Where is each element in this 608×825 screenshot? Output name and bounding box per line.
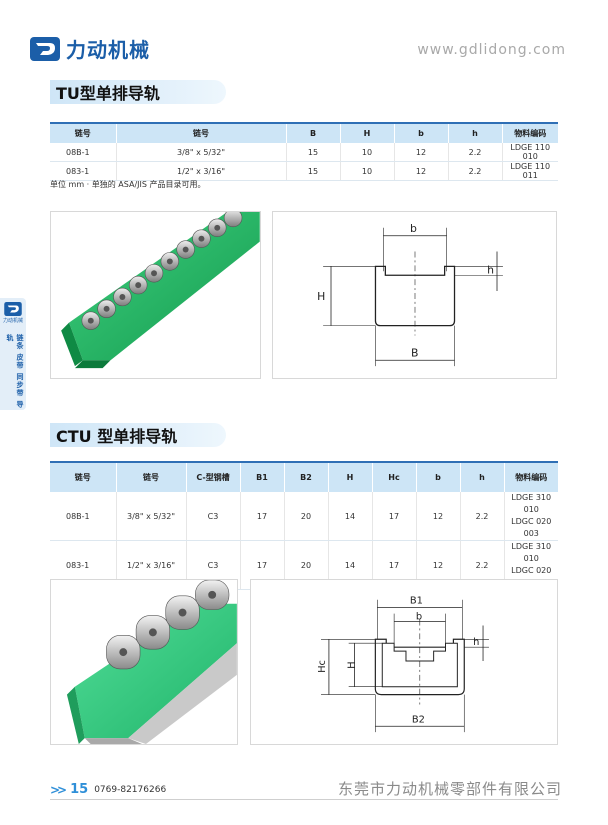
col-h: h bbox=[459, 462, 504, 492]
footer: >> 15 0769-82176266 bbox=[50, 782, 166, 797]
site-url[interactable]: www.gdlidong.com bbox=[417, 42, 566, 58]
col-chain-size: 链号 bbox=[115, 123, 286, 143]
table-row: 08B-1 3/8" x 5/32" C3 17 20 14 17 12 2.2… bbox=[50, 492, 558, 541]
tu-spec-table: 链号 链号 B H b h 物料编码 08B-1 3/8" x 5/32" 15… bbox=[50, 122, 558, 181]
table-header-row: 链号 链号 C-型钢槽 B1 B2 H Hc b h 物料编码 bbox=[50, 462, 558, 492]
brand: 力动机械 bbox=[30, 34, 150, 63]
drawing-label-h: h bbox=[487, 263, 494, 276]
footer-divider bbox=[50, 799, 558, 800]
col-material-code: 物料编码 bbox=[501, 123, 558, 143]
side-logo-icon bbox=[4, 302, 22, 316]
col-B: B bbox=[285, 123, 340, 143]
drawing-label-H2: H bbox=[347, 661, 358, 668]
side-label: 链条 皮带 同步带 导轨 bbox=[6, 334, 24, 409]
col-chain-no: 链号 bbox=[50, 123, 116, 143]
tu-guide-illustration bbox=[61, 212, 260, 369]
col-c-channel: C-型钢槽 bbox=[185, 462, 240, 492]
col-h: h bbox=[447, 123, 502, 143]
page-arrow-icon: >> bbox=[50, 782, 67, 797]
side-brand: 力动机械 bbox=[2, 318, 23, 324]
company-name: 东莞市力动机械零部件有限公司 bbox=[337, 780, 562, 798]
phone-number: 0769-82176266 bbox=[94, 784, 167, 795]
ctu-spec-table: 链号 链号 C-型钢槽 B1 B2 H Hc b h 物料编码 08B-1 3/… bbox=[50, 461, 558, 590]
unit-note: 单位 mm · 单独的 ASA/JIS 产品目录可用。 bbox=[50, 180, 206, 189]
page-number: 15 bbox=[70, 782, 89, 797]
drawing-label-b: b bbox=[410, 222, 417, 235]
col-B2: B2 bbox=[283, 462, 328, 492]
side-category-tab: 力动机械 链条 皮带 同步带 导轨 bbox=[0, 298, 26, 410]
brand-name: 力动机械 bbox=[66, 38, 150, 62]
col-b: b bbox=[415, 462, 460, 492]
tu-guide-photo bbox=[50, 211, 261, 379]
col-H: H bbox=[339, 123, 394, 143]
table-row: 083-1 1/2" x 3/16" 15 10 12 2.2 LDGE 110… bbox=[50, 161, 558, 181]
drawing-label-B2: B2 bbox=[412, 714, 425, 725]
col-material-code: 物料编码 bbox=[503, 462, 558, 492]
col-chain-no: 链号 bbox=[50, 462, 116, 492]
drawing-label-B1: B1 bbox=[410, 596, 423, 607]
drawing-label-h2: h bbox=[473, 637, 479, 648]
col-H: H bbox=[327, 462, 372, 492]
drawing-label-b2: b bbox=[416, 612, 422, 623]
table-header-row: 链号 链号 B H b h 物料编码 bbox=[50, 123, 558, 143]
drawing-label-H: H bbox=[317, 290, 325, 303]
drawing-label-Hc: Hc bbox=[317, 660, 328, 673]
col-B1: B1 bbox=[239, 462, 284, 492]
section-title-tu: TU型单排导轨 bbox=[50, 80, 226, 104]
section-title-ctu: CTU 型单排导轨 bbox=[50, 423, 226, 447]
drawing-label-B: B bbox=[411, 346, 418, 359]
ctu-guide-illustration bbox=[66, 580, 237, 744]
ctu-profile-drawing: B1 b B2 Hc H h bbox=[250, 579, 558, 745]
tu-profile-drawing: b B H h bbox=[272, 211, 557, 379]
col-b: b bbox=[393, 123, 448, 143]
brand-logo-icon bbox=[30, 36, 60, 61]
ctu-guide-photo bbox=[50, 579, 238, 745]
col-Hc: Hc bbox=[371, 462, 416, 492]
table-row: 08B-1 3/8" x 5/32" 15 10 12 2.2 LDGE 110… bbox=[50, 143, 558, 162]
col-chain-size: 链号 bbox=[115, 462, 186, 492]
